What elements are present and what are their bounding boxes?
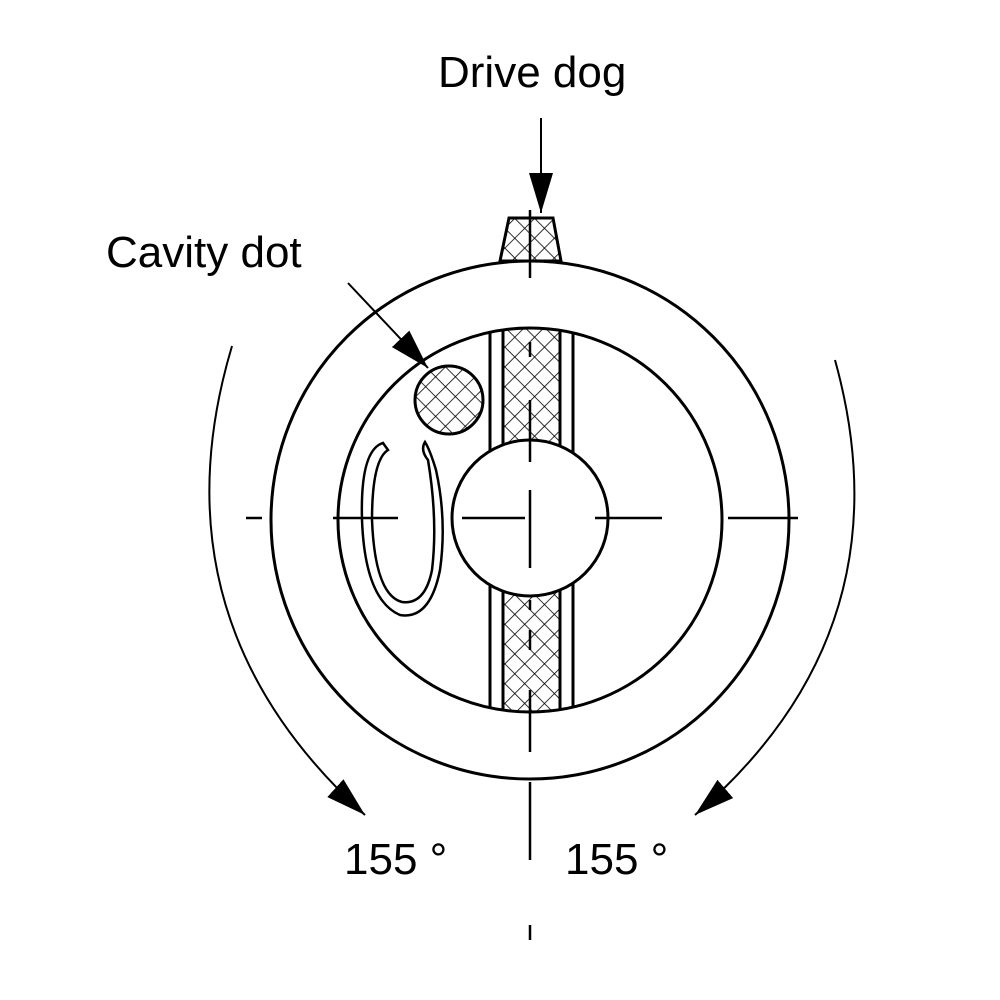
c-clip [360,439,444,617]
drive-dog-label: Drive dog [438,48,626,97]
rotation-arc-left [208,345,366,816]
cavity-dot-label: Cavity dot [106,228,302,277]
cavity-dot [413,364,485,436]
center-lines [246,210,798,940]
cavity-dot-arrow [347,282,429,369]
angle-right-label: 155 ° [565,835,668,884]
rotation-arc-right [694,359,856,816]
angle-left-label: 155 ° [344,835,447,884]
